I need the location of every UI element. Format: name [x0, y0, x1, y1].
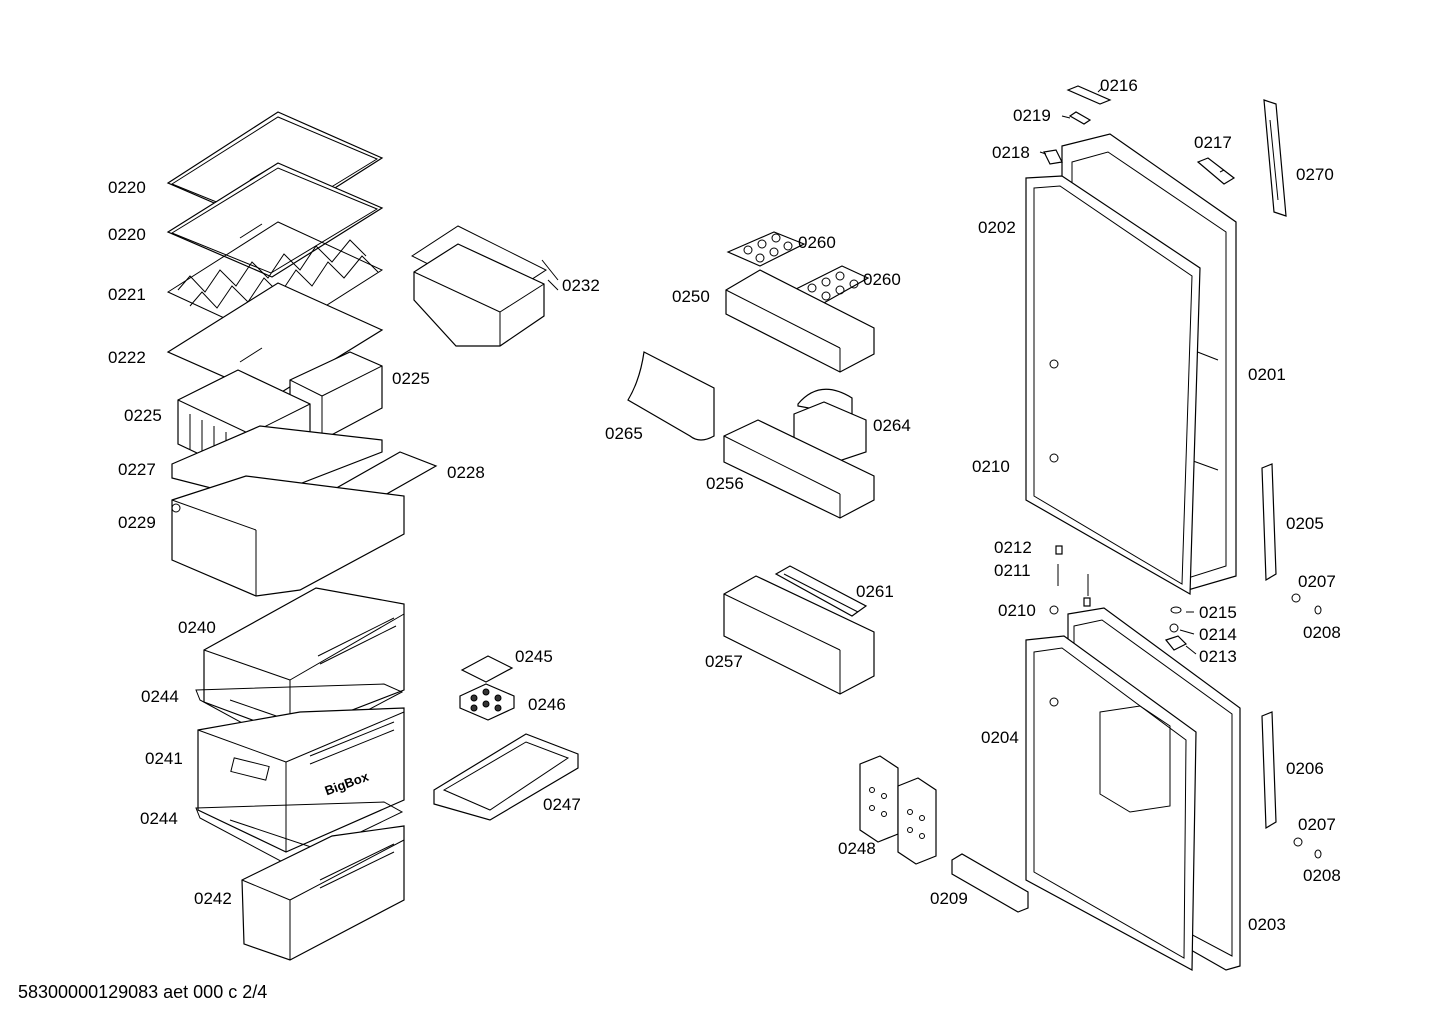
tray-0227 — [171, 425, 383, 501]
label-0264: 0264 — [873, 416, 911, 435]
top-door-gasket-0202 — [1025, 175, 1201, 596]
label-0202: 0202 — [978, 218, 1016, 237]
label-0205: 0205 — [1286, 514, 1324, 533]
label-0257: 0257 — [705, 652, 743, 671]
label-0227: 0227 — [118, 460, 156, 479]
label-0242: 0242 — [194, 889, 232, 908]
label-0256: 0256 — [706, 474, 744, 493]
washer-0208-bottom — [1314, 849, 1322, 859]
hinge-0219 — [1068, 111, 1092, 125]
label-0216: 0216 — [1100, 76, 1138, 95]
label-0229: 0229 — [118, 513, 156, 532]
label-0201: 0201 — [1248, 365, 1286, 384]
bottom-door-gasket-0204 — [1025, 635, 1197, 971]
bottle-divider-0261 — [774, 565, 868, 617]
label-0206: 0206 — [1286, 759, 1324, 778]
label-0210-a: 0210 — [972, 457, 1010, 476]
label-0207-a: 0207 — [1298, 572, 1336, 591]
leader-lines — [1039, 87, 1225, 655]
screw-0207-top — [1291, 593, 1301, 603]
egg-holder-0260-a — [726, 231, 806, 267]
kick-plate-0209 — [951, 853, 1029, 913]
label-0245: 0245 — [515, 647, 553, 666]
label-0244-a: 0244 — [141, 687, 179, 706]
label-0204: 0204 — [981, 728, 1019, 747]
label-0208-b: 0208 — [1303, 866, 1341, 885]
label-0270: 0270 — [1296, 165, 1334, 184]
basket-0232 — [410, 225, 559, 347]
label-0221: 0221 — [108, 285, 146, 304]
bottle-guard-0265 — [627, 351, 715, 441]
label-0208-a: 0208 — [1303, 623, 1341, 642]
label-0217: 0217 — [1194, 133, 1232, 152]
egg-tray-0246 — [459, 683, 515, 721]
control-panel-0270 — [1263, 99, 1287, 217]
label-0265: 0265 — [605, 424, 643, 443]
label-0250: 0250 — [672, 287, 710, 306]
glass-shelf-0220-second — [166, 162, 384, 278]
cap-0218 — [1043, 149, 1063, 165]
door-shelf-0250 — [725, 269, 875, 373]
screw-0207-bottom — [1293, 837, 1303, 847]
label-0209: 0209 — [930, 889, 968, 908]
hinge-cover-0216 — [1066, 85, 1112, 105]
handle-0205 — [1261, 463, 1277, 582]
label-0244-b: 0244 — [140, 809, 178, 828]
bottle-shelf-0257 — [723, 575, 875, 695]
label-0225-a: 0225 — [392, 369, 430, 388]
label-0220-a: 0220 — [108, 178, 146, 197]
container-0229 — [171, 475, 405, 597]
drawer-0242 — [241, 825, 405, 961]
label-0232: 0232 — [562, 276, 600, 295]
label-0218: 0218 — [992, 143, 1030, 162]
washer-0208-top — [1314, 605, 1322, 615]
hinge-parts-0210-0215 — [1049, 545, 1188, 651]
label-0247: 0247 — [543, 795, 581, 814]
label-0207-b: 0207 — [1298, 815, 1336, 834]
label-0260-b: 0260 — [863, 270, 901, 289]
label-0260-a: 0260 — [798, 233, 836, 252]
label-0213: 0213 — [1199, 647, 1237, 666]
label-0222: 0222 — [108, 348, 146, 367]
label-0219: 0219 — [1013, 106, 1051, 125]
label-0248: 0248 — [838, 839, 876, 858]
label-0261: 0261 — [856, 582, 894, 601]
label-0241: 0241 — [145, 749, 183, 768]
label-0246: 0246 — [528, 695, 566, 714]
cover-0217 — [1196, 157, 1236, 185]
label-0211: 0211 — [994, 561, 1031, 580]
label-0203: 0203 — [1248, 915, 1286, 934]
handle-0206 — [1261, 711, 1277, 830]
label-0215: 0215 — [1199, 603, 1237, 622]
drawer-0241 — [197, 707, 405, 853]
ice-tray-lid-0245 — [460, 655, 514, 683]
label-0220-b: 0220 — [108, 225, 146, 244]
label-0214: 0214 — [1199, 625, 1237, 644]
label-0225-b: 0225 — [124, 406, 162, 425]
document-footer-code: 58300000129083 aet 000 c 2/4 — [18, 982, 268, 1002]
label-0210-b: 0210 — [998, 601, 1036, 620]
door-shelf-0256 — [723, 419, 875, 519]
label-0240: 0240 — [178, 618, 216, 637]
label-0212: 0212 — [994, 538, 1032, 557]
tray-0247 — [433, 733, 579, 821]
label-0228: 0228 — [447, 463, 485, 482]
cold-packs-0248 — [859, 755, 937, 865]
